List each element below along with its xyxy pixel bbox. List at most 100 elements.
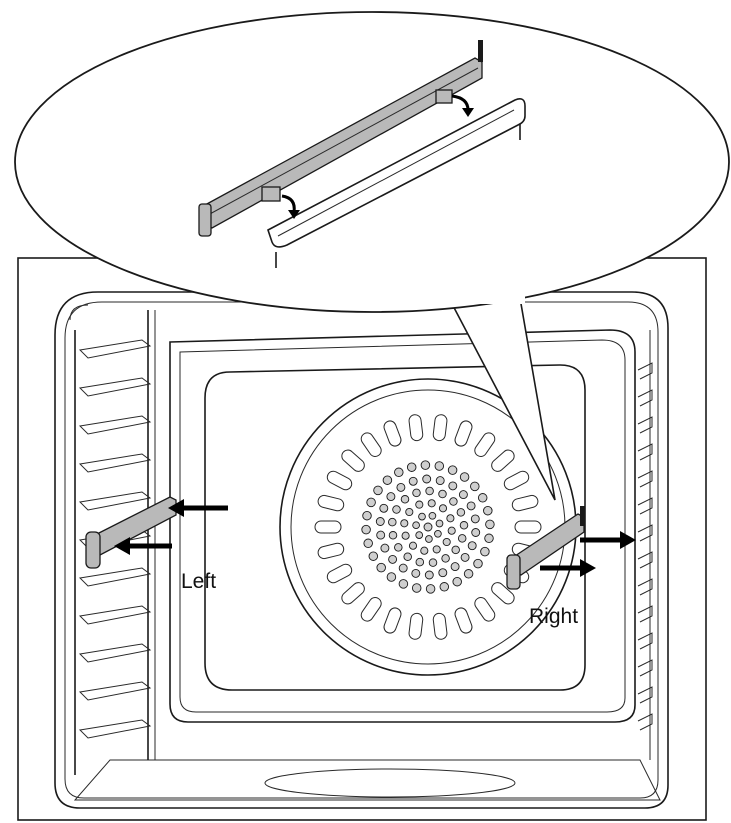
- fan-hole: [484, 533, 494, 544]
- right-rack-rung: [637, 578, 653, 596]
- rail-clip-rear: [435, 89, 453, 104]
- left-rack-rung: [78, 415, 152, 435]
- fan-hole: [448, 481, 458, 491]
- fan-hole: [435, 476, 445, 486]
- fan-hole: [373, 485, 383, 496]
- fan-hole: [394, 543, 403, 552]
- right-rail-front-stop: [580, 506, 585, 526]
- fan-slots: [314, 414, 542, 640]
- telescopic-rail-front-stop: [478, 40, 483, 62]
- fan-hole: [386, 572, 397, 582]
- right-rack-rung: [637, 605, 653, 623]
- rail-clip-front: [261, 186, 281, 202]
- fan-slot: [503, 470, 530, 491]
- fan-hole: [477, 493, 488, 503]
- left-rack-rung: [78, 491, 152, 511]
- clip-arrow-front: [281, 194, 296, 213]
- left-rack-rung: [78, 339, 152, 359]
- fan-hole: [363, 538, 373, 549]
- fan-hole: [435, 519, 444, 528]
- fan-hole: [428, 558, 438, 567]
- fan-slot: [314, 520, 342, 534]
- fan-hole: [452, 576, 462, 587]
- fan-hole: [425, 535, 433, 543]
- fan-hole: [466, 501, 476, 511]
- left-rack-rung: [78, 377, 152, 397]
- fan-hole: [392, 505, 401, 514]
- left-shelf-rack: [74, 310, 156, 775]
- callout-joint-mask: [445, 290, 525, 304]
- fan-slot: [491, 449, 515, 472]
- fan-hole: [412, 488, 421, 498]
- left-rack-rung: [78, 567, 152, 587]
- oven-corner-line: [69, 304, 89, 321]
- fan-slot: [341, 582, 365, 605]
- fan-hole: [485, 519, 495, 530]
- fan-hole: [398, 579, 409, 589]
- fan-slot: [408, 414, 424, 442]
- left-rack-rungs: [78, 339, 152, 739]
- fan-hole: [400, 519, 409, 528]
- fan-hole: [427, 499, 436, 508]
- fan-cover: [279, 378, 577, 676]
- oven-floor-element: [264, 768, 516, 798]
- telescopic-rail-end-cap: [198, 203, 212, 237]
- fan-hole: [460, 552, 470, 562]
- fan-hole: [439, 582, 450, 592]
- fan-hole: [422, 474, 432, 484]
- fan-hole: [375, 517, 385, 526]
- right-rack-rung: [637, 389, 653, 407]
- fan-hole: [415, 531, 424, 539]
- right-rack-rung: [637, 632, 653, 650]
- fan-slot: [432, 612, 448, 640]
- right-rack-rung: [637, 416, 653, 434]
- fan-hole: [434, 461, 445, 471]
- fan-hole: [403, 552, 412, 561]
- fan-hole: [411, 583, 422, 593]
- fan-slot: [360, 597, 382, 622]
- fan-slot: [474, 432, 496, 457]
- fan-hole: [362, 510, 372, 521]
- fan-hole: [376, 530, 386, 540]
- fan-hole: [441, 554, 450, 563]
- fan-hole: [400, 495, 410, 504]
- wire-shelf-guide: [267, 98, 526, 248]
- oven-inner-liner-2: [64, 301, 659, 799]
- fan-hole: [388, 517, 397, 527]
- fan-hole: [405, 507, 414, 517]
- left-rail-end-cap: [85, 531, 101, 569]
- fan-hole: [428, 511, 437, 520]
- fan-hole: [382, 475, 393, 485]
- left-rack-rung: [78, 719, 152, 739]
- fan-hole: [438, 489, 447, 499]
- fan-hole: [361, 524, 371, 535]
- left-rack-rung: [78, 453, 152, 473]
- fan-hole: [450, 562, 460, 572]
- fan-hole: [432, 545, 441, 554]
- fan-hole: [473, 558, 483, 569]
- right-rack-rung: [637, 362, 653, 380]
- fan-hole: [386, 492, 396, 502]
- zoom-callout: [14, 11, 730, 501]
- right-rack-rung: [637, 713, 653, 731]
- fan-slot: [408, 612, 424, 640]
- oven-floor: [73, 759, 661, 801]
- wire-shelf-guide-inner: [277, 109, 515, 237]
- fan-slot: [511, 494, 539, 512]
- fan-hole: [408, 476, 418, 486]
- fan-hole: [483, 505, 493, 516]
- fan-hole: [456, 508, 466, 517]
- oven-back-wall: [169, 329, 636, 723]
- fan-slot: [326, 470, 353, 491]
- fan-slot: [317, 542, 345, 560]
- fan-slot: [383, 607, 402, 634]
- right-rack-rung: [637, 551, 653, 569]
- fan-hole: [459, 521, 469, 530]
- fan-slot: [341, 449, 365, 472]
- fan-hole: [425, 584, 436, 594]
- left-label: Left: [181, 570, 216, 593]
- fan-slot: [454, 607, 473, 634]
- fan-hole: [470, 481, 480, 492]
- telescopic-rail-edge: [207, 67, 479, 216]
